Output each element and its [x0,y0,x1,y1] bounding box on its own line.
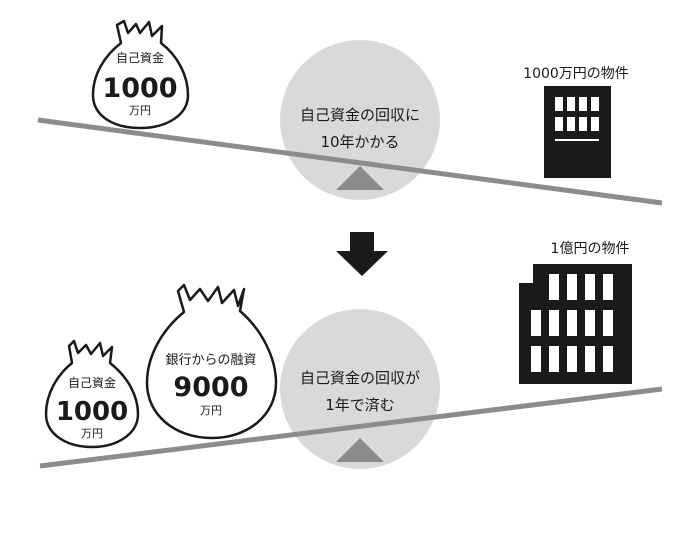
bottom-loan-bag-amount: 9000 [173,372,248,403]
bottom-loan-bag-unit: 万円 [200,404,222,417]
bottom-money-bag-own-icon [44,339,140,449]
top-bag-unit: 万円 [129,104,151,117]
top-scale: 自己資金の回収に 10年かかる 自己資金 1000 万円 1000万円の物件 [37,19,663,206]
bottom-building-icon [519,264,632,384]
bottom-scale: 自己資金の回収が 1年で済む 自己資金 1000 万円 銀行からの融資 9000… [39,241,663,469]
bottom-money-bag-own: 自己資金 1000 万円 [44,339,140,449]
bottom-property-label: 1億円の物件 [551,241,630,257]
top-bag-amount: 1000 [102,73,177,104]
bottom-fulcrum [336,438,384,462]
bottom-money-bag-loan-icon [145,283,278,440]
top-beam [37,117,663,206]
top-fulcrum [336,166,384,190]
bottom-beam [39,386,663,469]
top-building-icon [544,86,611,178]
top-property-label: 1000万円の物件 [523,66,629,82]
bottom-pivot-text-2: 1年で済む [325,396,395,414]
top-pivot-text-1: 自己資金の回収に [300,106,420,124]
bottom-own-bag-label: 自己資金 [68,375,116,390]
down-arrow-icon [336,232,388,276]
bottom-money-bag-loan: 銀行からの融資 9000 万円 [145,283,278,440]
top-bag-label: 自己資金 [116,50,164,65]
top-money-bag: 自己資金 1000 万円 [91,19,190,130]
bottom-own-bag-unit: 万円 [81,427,103,440]
top-pivot-text-2: 10年かかる [320,133,399,151]
bottom-own-bag-amount: 1000 [56,397,128,427]
bottom-pivot-text-1: 自己資金の回収が [300,369,420,387]
bottom-loan-bag-label: 銀行からの融資 [165,353,256,368]
top-money-bag-icon [91,19,190,130]
